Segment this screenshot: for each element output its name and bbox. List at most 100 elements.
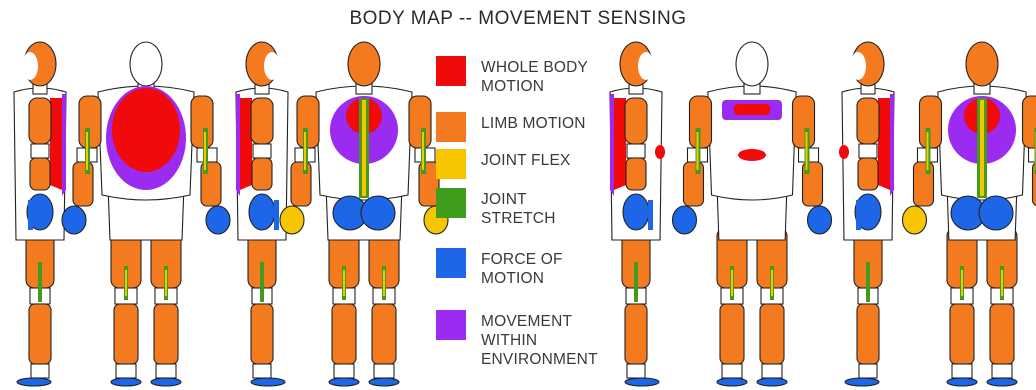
forearm (858, 158, 878, 190)
elbow-flex-strip (422, 132, 424, 170)
upper-chest-whole-body-zone (734, 104, 770, 115)
legend-label: JOINT FLEX (481, 151, 631, 170)
hand (206, 206, 230, 234)
elbow-flex-strip (926, 132, 928, 170)
ankle (374, 364, 394, 378)
ankle (722, 364, 742, 378)
female-front-figure (672, 42, 831, 386)
foot (151, 378, 181, 386)
legend-label: WHOLE BODY MOTION (481, 58, 631, 96)
ankle (31, 364, 49, 378)
legend-item: FORCE OF MOTION (436, 248, 631, 288)
hand (672, 206, 696, 234)
spine-flex-strip (362, 100, 366, 196)
head (130, 42, 162, 86)
force-of-motion-swatch (436, 248, 466, 278)
back-environment-edge (62, 94, 66, 196)
hand (902, 206, 926, 234)
limb-motion-swatch (436, 112, 466, 142)
knee-stretch-strip (38, 262, 42, 302)
ankle (334, 364, 354, 378)
shin (720, 304, 744, 364)
female-back-figure (902, 42, 1036, 386)
whole-body-motion-swatch (436, 56, 466, 86)
legend-item: LIMB MOTION (436, 112, 631, 142)
joint-flex-swatch (436, 149, 466, 179)
hand (62, 206, 86, 234)
foot (111, 378, 141, 386)
upper-arm (251, 98, 273, 144)
legend-label: MOVEMENT WITHIN ENVIRONMENT (481, 312, 631, 369)
legend-label: FORCE OF MOTION (481, 250, 631, 288)
hand (274, 200, 279, 230)
foot (17, 378, 51, 386)
legend-item: JOINT STRETCH (436, 188, 631, 228)
elbow-flex-strip (806, 132, 808, 170)
upper-arm (1023, 96, 1036, 148)
legend-item: MOVEMENT WITHIN ENVIRONMENT (436, 310, 631, 369)
knee-stretch-strip (260, 262, 264, 302)
male-side-right-figure (236, 42, 288, 386)
male-front-figure (62, 42, 230, 386)
knee-flex-strip (731, 270, 733, 296)
forearm (30, 158, 50, 190)
hand (856, 200, 861, 230)
shin (857, 304, 879, 364)
upper-arm (793, 96, 815, 148)
face (22, 52, 38, 80)
face (264, 52, 280, 80)
hand (808, 206, 832, 234)
shin (251, 304, 273, 364)
upper-arm (409, 96, 431, 148)
chest-whole-body-zone (112, 88, 180, 172)
elbow-flex-strip (204, 132, 206, 170)
elbow-flex-strip (86, 132, 88, 170)
back-whole-body-zone (878, 98, 892, 190)
legend-label: JOINT STRETCH (481, 190, 631, 228)
back-environment-edge (610, 94, 614, 196)
head (348, 42, 380, 86)
head (736, 42, 768, 86)
chest-whole-body-zone (655, 145, 665, 159)
abdomen-whole-body-zone (738, 149, 766, 161)
knee-stretch-strip (634, 262, 638, 302)
foot (947, 378, 977, 386)
ankle (762, 364, 782, 378)
female-side-right-figure (839, 42, 894, 386)
ankle (116, 364, 136, 378)
hip-force-zone (249, 194, 275, 230)
glute-right (979, 196, 1013, 230)
foot (369, 378, 399, 386)
shin (372, 304, 396, 364)
knee-flex-strip (771, 270, 773, 296)
hand (648, 200, 653, 230)
shin (990, 304, 1014, 364)
shin (950, 304, 974, 364)
ankle (253, 364, 271, 378)
foot (987, 378, 1017, 386)
elbow-flex-strip (696, 132, 698, 170)
back-environment-edge (890, 94, 894, 196)
upper-arm (857, 98, 879, 144)
foot (625, 378, 659, 386)
back-whole-body-zone (238, 98, 252, 190)
elbow (859, 144, 877, 158)
ankle (952, 364, 972, 378)
elbow (31, 144, 49, 158)
knee-flex-strip (383, 270, 385, 296)
legend-item: WHOLE BODY MOTION (436, 56, 631, 96)
head (966, 42, 998, 86)
elbow (253, 144, 271, 158)
foot (329, 378, 359, 386)
elbow-flex-strip (304, 132, 306, 170)
hand (280, 206, 304, 234)
foot (757, 378, 787, 386)
legend-label: LIMB MOTION (481, 114, 631, 133)
face (850, 52, 866, 80)
back-whole-body-zone (50, 98, 64, 190)
knee-flex-strip (343, 270, 345, 296)
foot (717, 378, 747, 386)
shin (29, 304, 51, 364)
knee-flex-strip (165, 270, 167, 296)
knee-flex-strip (1001, 270, 1003, 296)
